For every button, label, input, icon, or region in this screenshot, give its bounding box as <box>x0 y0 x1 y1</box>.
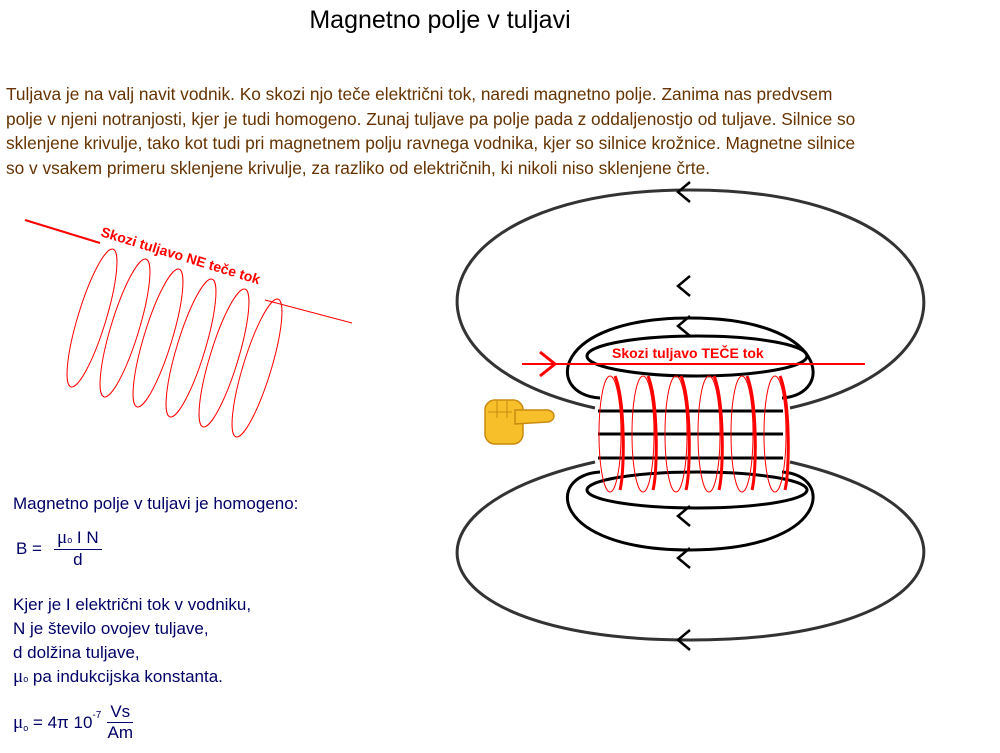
current-label: Skozi tuljavo TEČE tok <box>612 344 764 361</box>
coil-no-current <box>24 219 353 438</box>
explain-line: d dolžina tuljave, <box>13 643 140 662</box>
formula-b: B = μo I N d <box>16 527 102 570</box>
formula-lhs: B = <box>16 538 42 558</box>
intro-line: sklenjene krivulje, tako kot tudi pri ma… <box>6 133 856 153</box>
intro-line: polje v njeni notranjosti, kjer je tudi … <box>6 108 856 129</box>
coil-with-current <box>522 350 865 493</box>
formula-denominator: d <box>73 550 83 569</box>
mu-symbol: μ <box>57 527 68 548</box>
unit-denominator: Am <box>107 723 133 742</box>
no-current-label: Skozi tuljavo NE teče tok <box>99 224 262 288</box>
intro-paragraph: Tuljava je na valj navit vodnik. Ko skoz… <box>6 82 855 180</box>
field-arrow-icon <box>676 181 691 651</box>
current-arrow-icon <box>539 350 558 378</box>
explain-line: N je število ovojev tuljave, <box>13 619 209 638</box>
thumb-right-hand-icon <box>484 399 555 445</box>
explain-line: Kjer je I električni tok v vodniku, <box>13 595 252 614</box>
formula-numerator: I N <box>72 528 99 547</box>
formula-heading: Magnetno polje v tuljavi je homogeno: <box>13 494 299 513</box>
intro-line: Tuljava je na valj navit vodnik. Ko skoz… <box>6 84 833 104</box>
formula-explanation: Kjer je I električni tok v vodniku, N je… <box>13 595 252 687</box>
intro-line: so v vsakem primeru sklenjene krivulje, … <box>6 157 711 178</box>
page-title: Magnetno polje v tuljavi <box>309 6 571 34</box>
unit-numerator: Vs <box>107 702 134 723</box>
explain-line: pa indukcijska konstanta. <box>28 667 223 686</box>
